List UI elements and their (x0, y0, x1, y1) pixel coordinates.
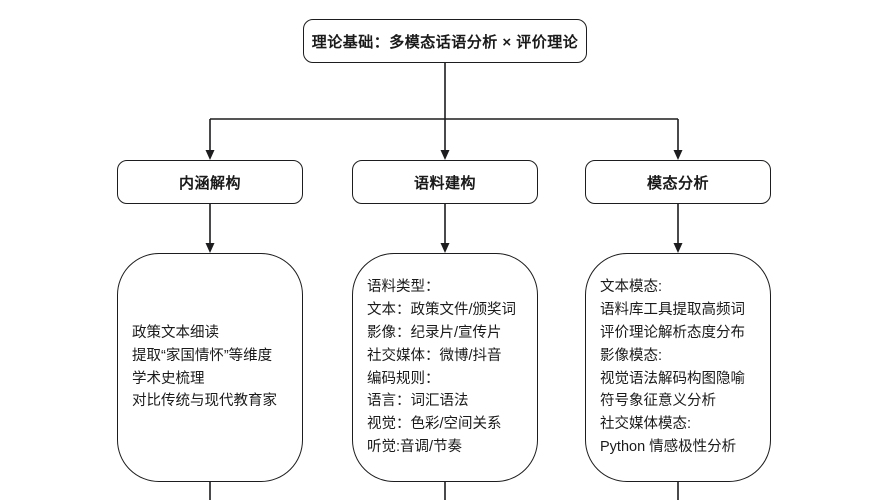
detail-line: 语料库工具提取高频词 (600, 302, 745, 319)
detail-box-connotation: 政策文本细读 提取“家国情怀”等维度 学术史梳理 对比传统与现代教育家 (117, 253, 303, 482)
arrowheads (205, 150, 683, 253)
node-label: 语料建构 (413, 174, 476, 192)
detail-line: 符号象征意义分析 (600, 393, 716, 410)
detail-line: 影像：纪录片/宣传片 (367, 324, 502, 341)
detail-line: 语料类型： (367, 279, 440, 296)
detail-line: 社交媒体：微博/抖音 (367, 347, 502, 364)
detail-box-modality: 文本模态: 语料库工具提取高频词 评价理论解析态度分布 影像模态: 视觉语法解码… (585, 253, 771, 482)
detail-box-corpus: 语料类型： 文本：政策文件/颁奖词 影像：纪录片/宣传片 社交媒体：微博/抖音 … (352, 253, 538, 482)
detail-line: 对比传统与现代教育家 (132, 393, 277, 410)
detail-line: 编码规则： (367, 370, 440, 387)
detail-line: 评价理论解析态度分布 (600, 324, 745, 341)
detail-line: 视觉语法解码构图隐喻 (600, 370, 745, 387)
detail-line: 政策文本细读 (132, 324, 219, 341)
detail-line: 提取“家国情怀”等维度 (132, 347, 273, 364)
detail-line: 文本：政策文件/颁奖词 (367, 302, 517, 319)
detail-line: 学术史梳理 (132, 370, 205, 387)
node-modality-analysis: 模态分析 (585, 160, 771, 204)
detail-line: 社交媒体模态: (600, 416, 692, 433)
node-label: 模态分析 (646, 174, 709, 192)
detail-line: 听觉:音调/节奏 (367, 438, 463, 455)
node-corpus-construction: 语料建构 (352, 160, 538, 204)
node-label: 内涵解构 (178, 174, 241, 192)
detail-line: 视觉：色彩/空间关系 (367, 416, 502, 433)
detail-line: Python 情感极性分析 (600, 438, 737, 455)
detail-line: 影像模态: (600, 347, 663, 364)
node-theory-foundation: 理论基础：多模态话语分析 × 评价理论 (303, 19, 587, 63)
detail-line: 文本模态: (600, 279, 663, 296)
node-label: 理论基础：多模态话语分析 × 评价理论 (311, 33, 579, 51)
node-connotation-deconstruction: 内涵解构 (117, 160, 303, 204)
detail-line: 语言：词汇语法 (367, 393, 469, 410)
